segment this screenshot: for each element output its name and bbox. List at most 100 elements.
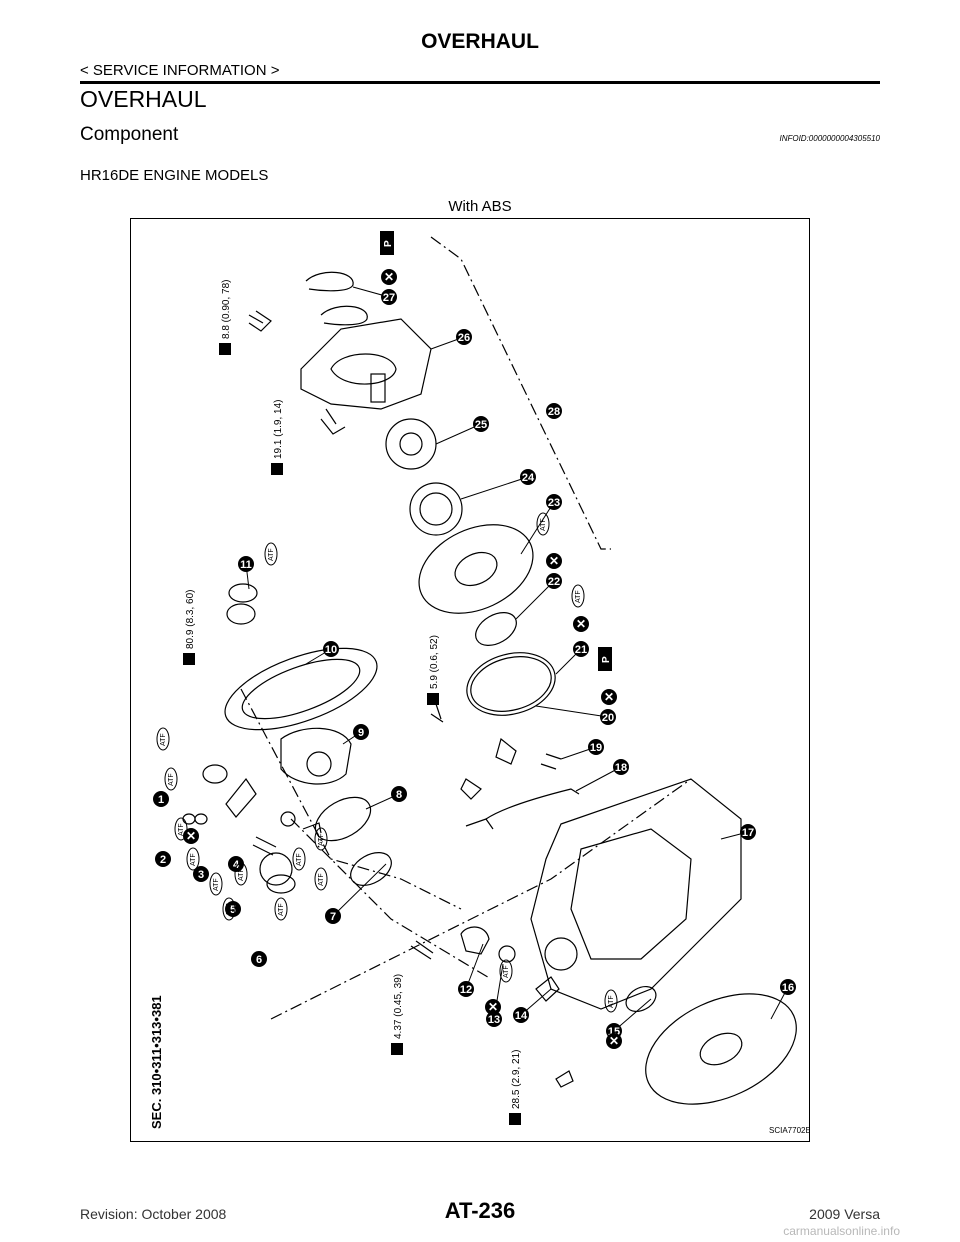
petroleum-jelly-label: P [383,240,394,247]
atf-label: ATF [608,995,615,1008]
replace-part-icon [573,616,589,632]
atf-icon [174,817,188,841]
callout-marker [546,573,562,589]
figure-code: SCIA7702E [769,1126,809,1135]
page-header-title: OVERHAUL [421,30,539,53]
atf-icon [234,862,248,886]
callout-number: 5 [230,904,236,916]
atf-label: ATF [190,853,197,866]
atf-icon [222,897,236,921]
replace-part-icon [601,689,617,705]
callout-marker [486,1011,502,1027]
callout-marker [546,494,562,510]
callout-number: 21 [575,644,587,656]
torque-wrench-icon [271,463,283,475]
footer-revision: Revision: October 2008 [80,1206,227,1222]
callout-number: 9 [358,727,364,739]
atf-icon [499,959,513,983]
torque-wrench-icon [219,343,231,355]
callout-number: 23 [548,497,560,509]
callout-marker [740,824,756,840]
atf-label: ATF [540,518,547,531]
atf-label: ATF [278,903,285,916]
subsection-title: Component [80,124,179,145]
callout-number: 13 [488,1014,500,1026]
torque-label: 28.5 (2.9, 21) [511,1050,522,1109]
callout-number: 8 [396,789,402,801]
replace-part-mark: ✕ [488,1000,498,1014]
atf-label: ATF [296,853,303,866]
replace-part-icon [183,828,199,844]
replace-part-mark: ✕ [186,829,196,843]
callout-marker [381,289,397,305]
callout-marker [391,786,407,802]
callout-number: 11 [240,559,252,571]
atf-label: ATF [213,878,220,891]
callout-number: 1 [158,794,164,806]
atf-label: ATF [238,868,245,881]
atf-label: ATF [318,873,325,886]
callout-number: 22 [548,576,560,588]
callout-leader [465,943,484,990]
replace-part-icon [381,269,397,285]
torque-label: 19.1 (1.9, 14) [273,400,284,459]
atf-icon [292,847,306,871]
callout-marker [520,469,536,485]
atf-label: ATF [160,733,167,746]
atf-icon [314,827,328,851]
replace-part-mark: ✕ [609,1034,619,1048]
atf-icon [209,872,223,896]
torque-label: 5.9 (0.6, 52) [429,635,440,689]
header-divider [80,81,880,84]
torque-wrench-icon [427,693,439,705]
torque-wrench-icon [391,1043,403,1055]
replace-part-mark: ✕ [604,690,614,704]
callout-number: 12 [460,984,472,996]
callout-marker [600,709,616,725]
callout-number: 25 [475,419,487,431]
atf-label: ATF [168,773,175,786]
callout-number: 16 [782,982,794,994]
watermark: carmanualsonline.info [783,1224,900,1238]
torque-label: 4.37 (0.45, 39) [393,974,404,1039]
callout-leader [435,423,482,445]
callout-leader [575,766,622,792]
callout-number: 28 [548,406,560,418]
callout-number: 20 [602,712,614,724]
replace-part-mark: ✕ [549,554,559,568]
atf-icon [264,542,278,566]
petroleum-jelly-label: P [601,656,612,663]
callout-number: 27 [383,292,395,304]
atf-icon [274,897,288,921]
callout-number: 17 [742,827,754,839]
callout-marker [458,981,474,997]
replace-part-icon [606,1033,622,1049]
callout-marker [325,908,341,924]
callout-number: 26 [458,332,470,344]
callout-leader [613,998,652,1032]
callout-marker [780,979,796,995]
callout-number: 14 [515,1010,528,1022]
callout-marker [353,724,369,740]
callout-number: 2 [160,854,166,866]
footer-page-number: AT-236 [444,1198,516,1223]
section-title: OVERHAUL [80,86,207,112]
callout-leader [515,580,555,620]
atf-label: ATF [178,823,185,836]
callout-marker [228,856,244,872]
callout-marker [573,641,589,657]
atf-label: ATF [503,965,510,978]
footer-model: 2009 Versa [809,1206,880,1222]
torque-label: 80.9 (8.3, 60) [185,590,196,649]
callout-number: 6 [256,954,262,966]
atf-icon [156,727,170,751]
exploded-view-figure: 8.8 (0.90, 78) 19.1 (1.9, 14) 80.9 (8.3,… [130,218,810,1142]
callout-number: 24 [522,472,535,484]
callout-leader [332,863,387,917]
callout-number: 4 [233,859,240,871]
callout-leader [535,705,609,718]
atf-icon [536,512,550,536]
callout-number: 18 [615,762,627,774]
callout-marker [513,1007,529,1023]
callout-number: 7 [330,911,336,923]
